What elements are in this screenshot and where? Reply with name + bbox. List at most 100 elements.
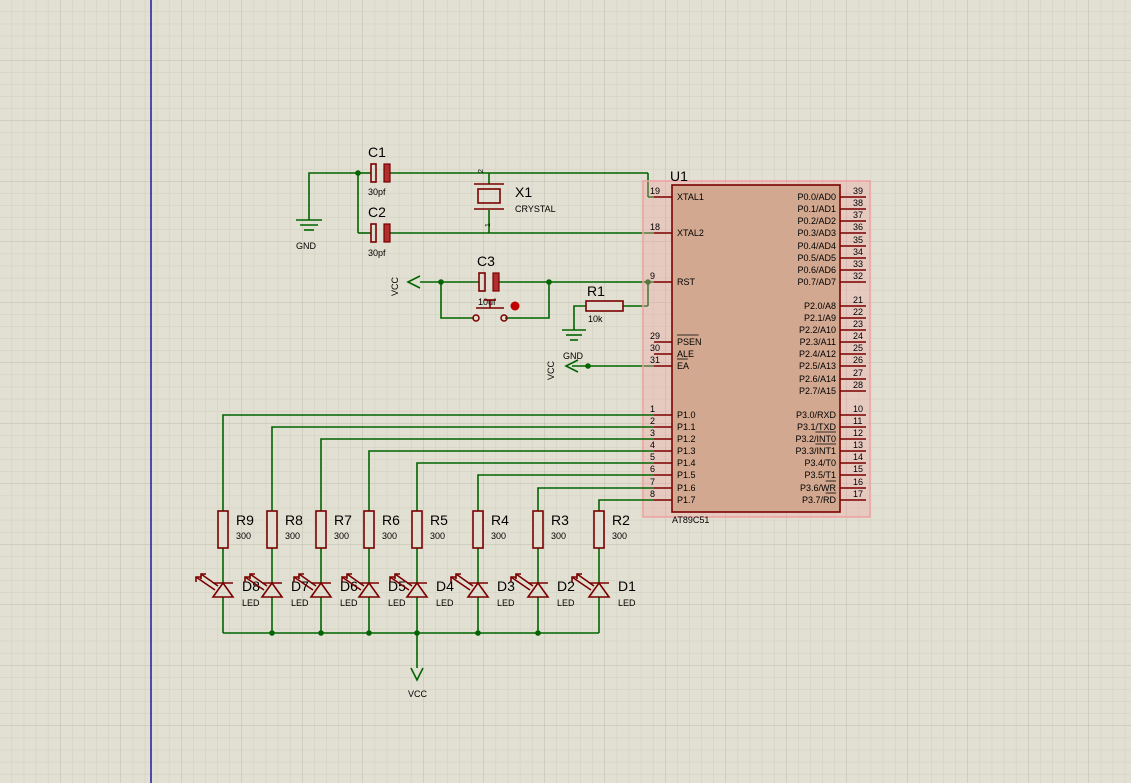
pin-number: 11 — [853, 416, 862, 426]
capacitor-c2[interactable]: C2 30pf — [368, 204, 391, 258]
pin-name: XTAL1 — [677, 192, 704, 202]
pin-name: P3.6/WR — [800, 483, 837, 493]
c1-ref: C1 — [368, 144, 386, 160]
pin-number: 25 — [853, 343, 863, 353]
pin-name: P2.0/A8 — [804, 301, 836, 311]
led-ref: D8 — [242, 578, 260, 594]
vcc-reset-symbol[interactable]: VCC — [390, 275, 421, 296]
pin-number: 26 — [853, 355, 863, 365]
pin-name: P2.6/A14 — [799, 374, 836, 384]
resistor-ref: R7 — [334, 512, 352, 528]
pin-name: P2.1/A9 — [804, 313, 836, 323]
led-bank: R9300D8LEDR8300D7LEDR7300D6LEDR6300D5LED… — [195, 414, 654, 668]
chip-pin-p1-4[interactable]: 5P1.4 — [650, 452, 696, 468]
pin-name: P0.1/AD1 — [797, 204, 836, 214]
pin-name: P0.0/AD0 — [797, 192, 836, 202]
chip-pin-p1-3[interactable]: 4P1.3 — [650, 440, 696, 456]
pin-name: P1.3 — [677, 446, 696, 456]
resistor-value: 300 — [612, 531, 627, 541]
resistor-r1[interactable]: R1 10k — [585, 283, 624, 324]
vcc-led-symbol[interactable]: VCC — [408, 667, 428, 699]
led-ref: D2 — [557, 578, 575, 594]
x1-pin-top: 2 — [478, 169, 485, 173]
pin-number: 23 — [853, 319, 863, 329]
led-ref: D5 — [388, 578, 406, 594]
pin-number: 18 — [650, 222, 660, 232]
light-arrow-icon — [510, 576, 531, 591]
pin-name: P0.2/AD2 — [797, 216, 836, 226]
gnd-crystal-symbol[interactable]: GND — [296, 219, 322, 251]
capacitor-c3[interactable]: C3 10uf — [477, 253, 500, 307]
pin-name: P3.5/T1 — [804, 470, 836, 480]
chip-u1[interactable]: U1 AT89C51 19XTAL118XTAL29RST29PSEN30ALE… — [643, 168, 870, 525]
capacitor-c1[interactable]: C1 30pf — [368, 144, 391, 197]
light-arrow-icon — [341, 576, 362, 591]
chip-pin-p1-6[interactable]: 7P1.6 — [650, 477, 696, 493]
button-actuator-icon[interactable] — [510, 301, 520, 311]
r1-ref: R1 — [587, 283, 605, 299]
led-value: LED — [497, 598, 515, 608]
pin-number: 15 — [853, 464, 863, 474]
led-value: LED — [242, 598, 260, 608]
gnd-reset-symbol[interactable]: GND — [562, 329, 586, 361]
reset-pushbutton[interactable] — [472, 299, 520, 322]
crystal-x1[interactable]: X1 CRYSTAL 2 1 — [474, 169, 556, 227]
junction — [546, 279, 552, 285]
chip-pin-p1-0[interactable]: 1P1.0 — [650, 404, 696, 420]
resistor-value: 300 — [491, 531, 506, 541]
chip-pin-p1-7[interactable]: 8P1.7 — [650, 489, 696, 505]
chip-pin-p1-1[interactable]: 2P1.1 — [650, 416, 696, 432]
vcc-ea-symbol[interactable]: VCC — [546, 359, 579, 380]
x1-pin-bottom: 1 — [485, 223, 492, 227]
chip-pin-p1-2[interactable]: 3P1.2 — [650, 428, 696, 444]
chip-pin-p1-5[interactable]: 6P1.5 — [650, 464, 696, 480]
pin-number: 32 — [853, 271, 863, 281]
